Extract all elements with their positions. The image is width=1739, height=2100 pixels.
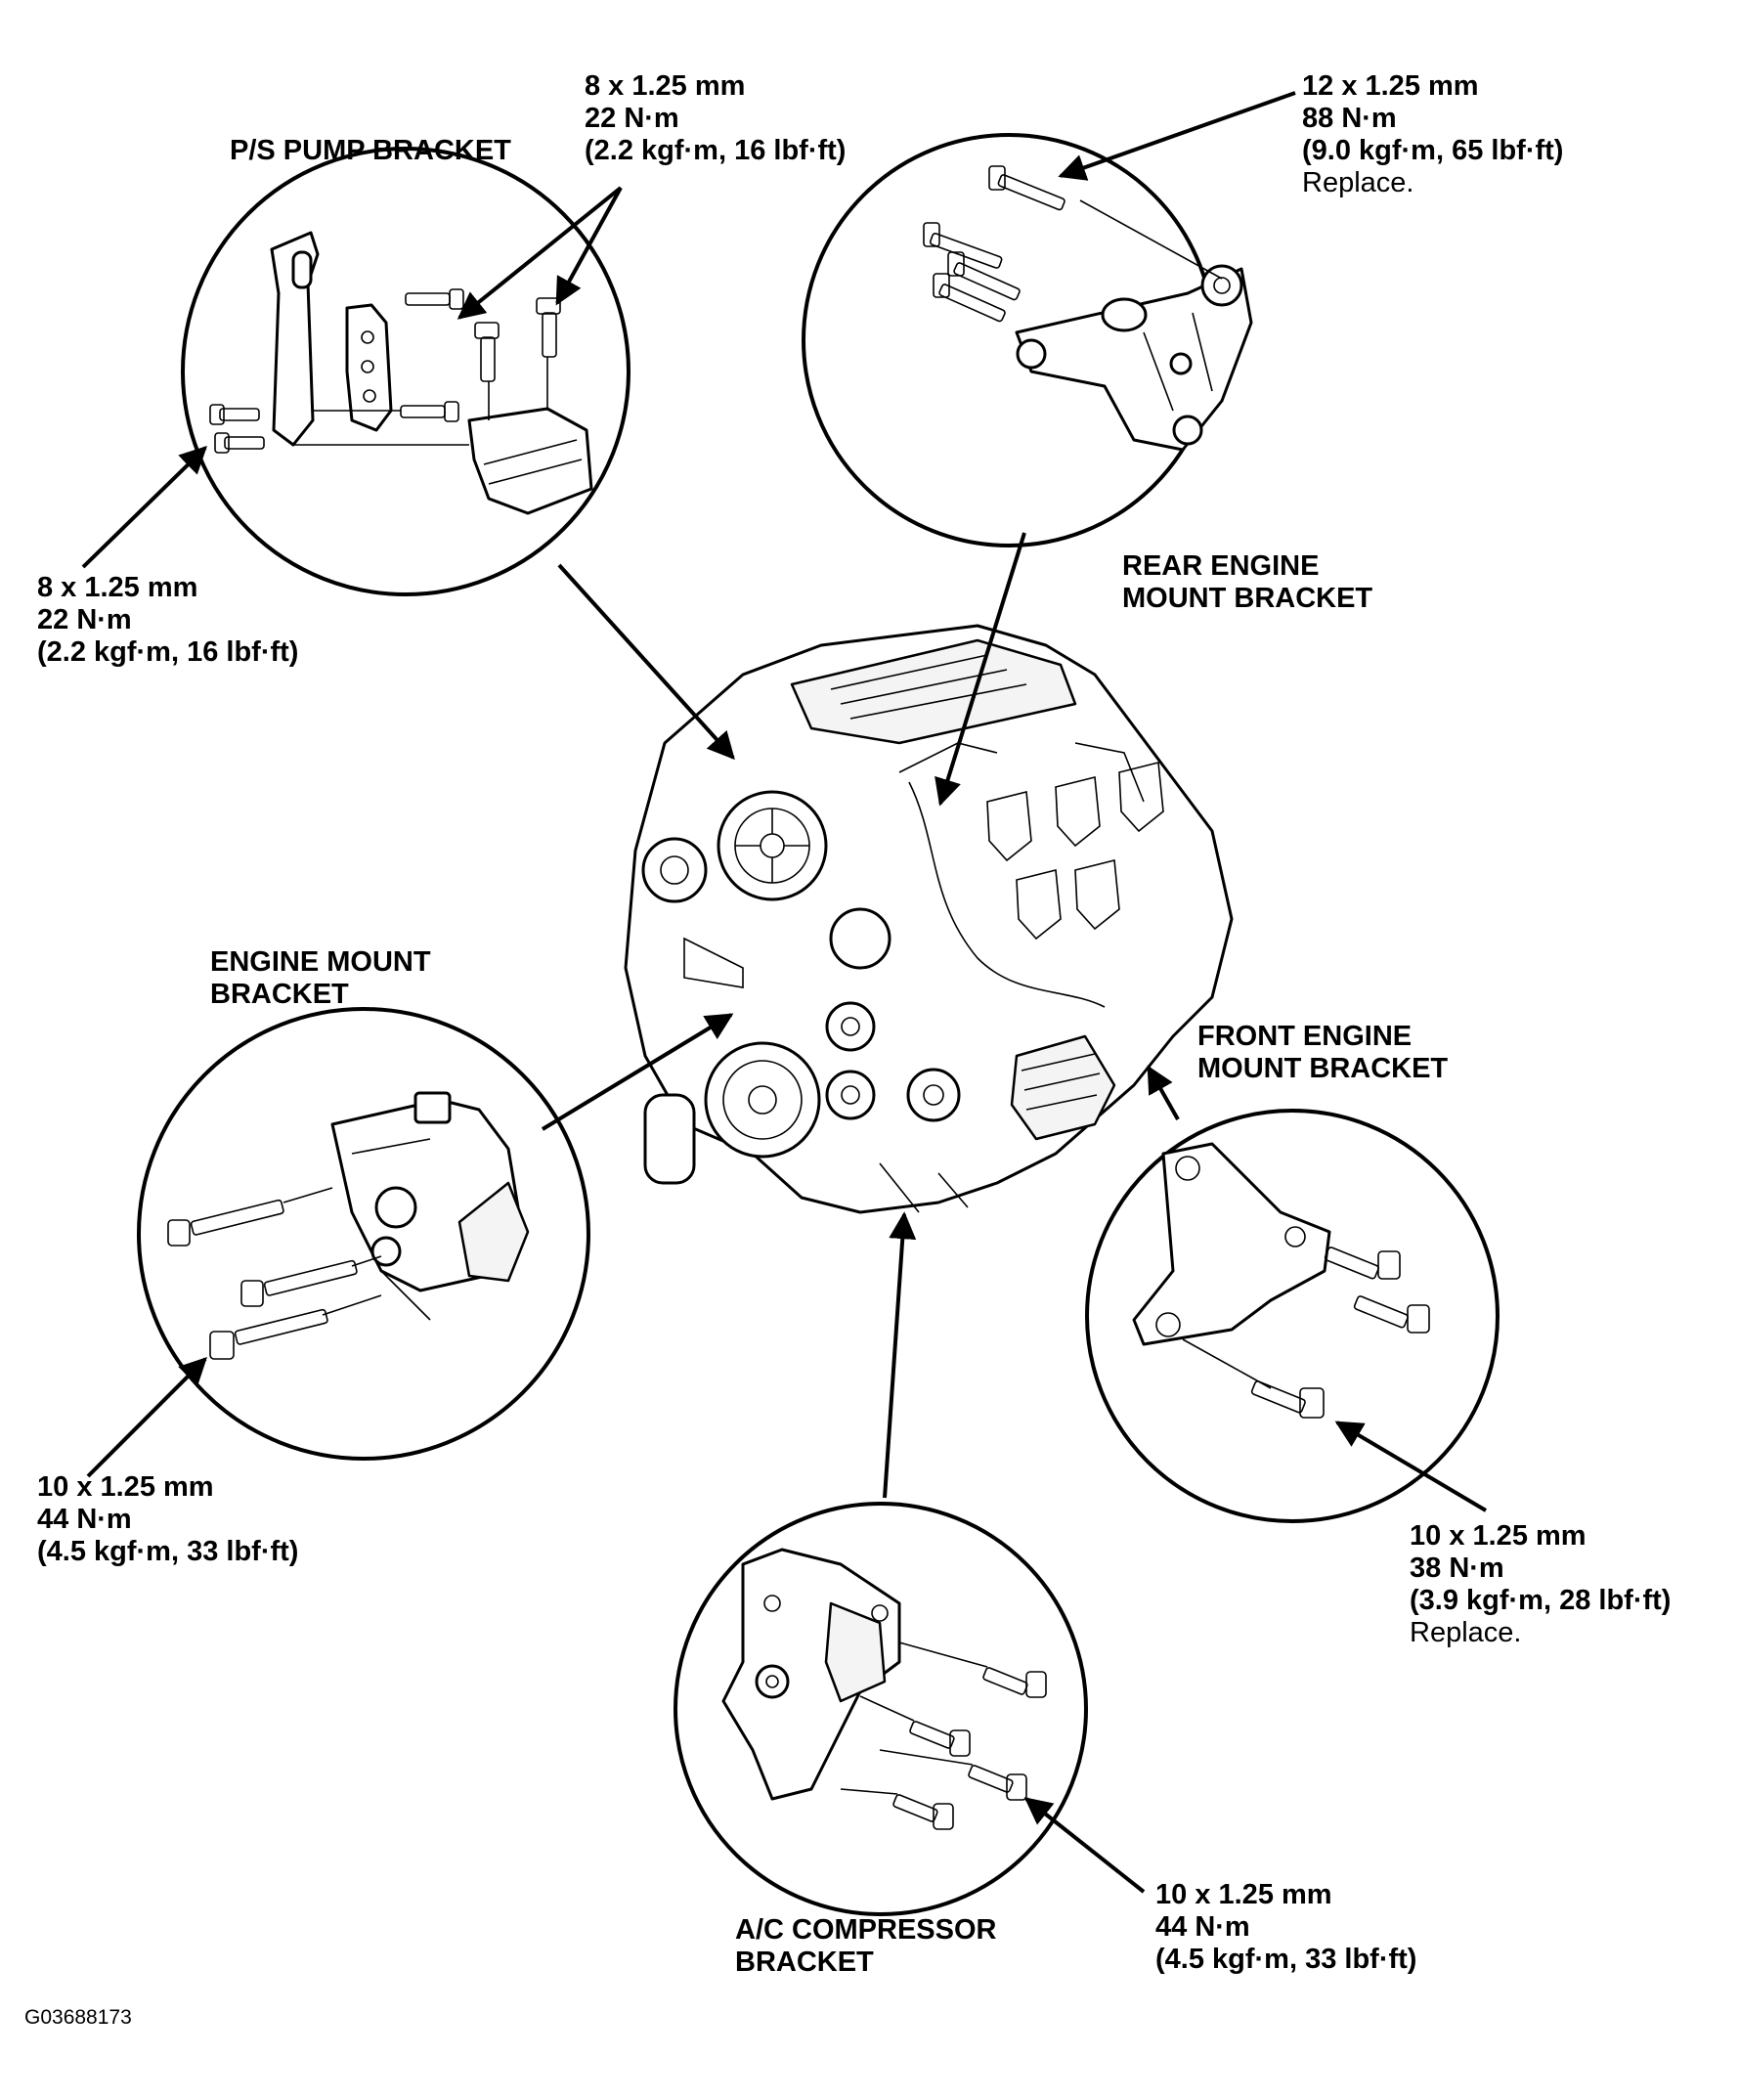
front-spec-leader (1334, 1421, 1488, 1512)
rear-mount-to-engine-arrow (935, 532, 1026, 807)
ac-compressor-bracket-parts (721, 1548, 1047, 1830)
ps-pump-bracket-parts (209, 231, 593, 515)
ps-pump-bracket-label: P/S PUMP BRACKET (230, 135, 511, 166)
engine-mount-to-engine-arrow (541, 1013, 734, 1131)
ps-top-spec-leader-1 (456, 186, 623, 320)
engine-mount-spec-leader (86, 1357, 207, 1478)
ps-top-spec-label: 8 x 1.25 mm 22 N·m (2.2 kgf·m, 16 lbf·ft… (585, 70, 847, 166)
front-spec-label: 10 x 1.25 mm 38 N·m (3.9 kgf·m, 28 lbf·f… (1410, 1520, 1672, 1648)
rear-spec-leader (1058, 91, 1296, 181)
ps-left-spec-label: 8 x 1.25 mm 22 N·m (2.2 kgf·m, 16 lbf·ft… (37, 572, 299, 668)
ac-spec-leader (1023, 1797, 1146, 1894)
ac-bracket-to-engine-arrow (883, 1211, 917, 1499)
front-mount-to-engine-arrow (1147, 1065, 1180, 1120)
front-engine-mount-bracket-label: FRONT ENGINE MOUNT BRACKET (1197, 1021, 1449, 1084)
engine-mount-spec-label: 10 x 1.25 mm 44 N·m (4.5 kgf·m, 33 lbf·f… (37, 1471, 299, 1567)
rear-engine-mount-bracket-parts (923, 165, 1253, 452)
ps-left-spec-leader (81, 446, 208, 569)
ac-spec-label: 10 x 1.25 mm 44 N·m (4.5 kgf·m, 33 lbf·f… (1155, 1879, 1417, 1975)
ps-top-spec-leader-2 (555, 187, 623, 306)
ac-bracket-detail-circle (674, 1502, 1088, 1916)
rear-spec-label: 12 x 1.25 mm 88 N·m (9.0 kgf·m, 65 lbf·f… (1302, 70, 1564, 198)
front-mount-detail-circle (1085, 1109, 1500, 1523)
figure-id: G03688173 (24, 2006, 132, 2029)
ps-pump-to-engine-arrow (557, 563, 735, 761)
ps-pump-detail-circle (181, 147, 630, 596)
engine-mount-bracket-parts (167, 1091, 530, 1360)
rear-engine-mount-bracket-label: REAR ENGINE MOUNT BRACKET (1122, 550, 1373, 614)
engine-assembly (624, 624, 1234, 1214)
ac-compressor-bracket-label: A/C COMPRESSOR BRACKET (735, 1914, 997, 1978)
front-engine-mount-bracket-parts (1132, 1142, 1430, 1419)
engine-mount-detail-circle (137, 1007, 590, 1461)
engine-mount-bracket-label: ENGINE MOUNT BRACKET (210, 946, 431, 1010)
